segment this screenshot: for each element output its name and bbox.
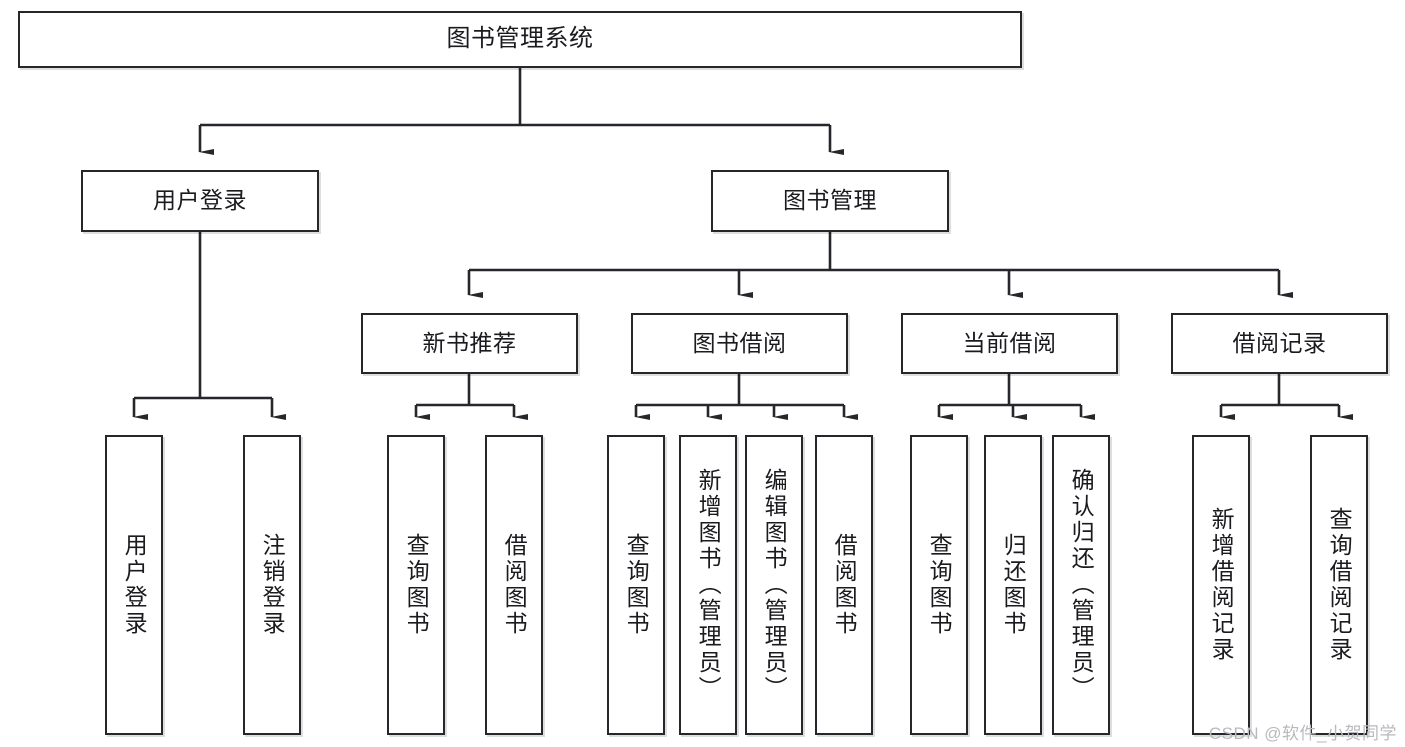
node-new-book-recommend[interactable]: 新书推荐 xyxy=(361,313,578,374)
node-leaf-query-book-1-label: 查询图书 xyxy=(403,533,430,637)
node-leaf-borrow-book-2-label: 借阅图书 xyxy=(831,533,858,637)
node-root-label: 图书管理系统 xyxy=(446,25,594,53)
node-leaf-edit-book-label: 编辑图书（管理员） xyxy=(761,468,788,702)
node-leaf-borrow-book-2[interactable]: 借阅图书 xyxy=(815,435,873,735)
node-book-borrow[interactable]: 图书借阅 xyxy=(631,313,848,374)
node-leaf-return-book[interactable]: 归还图书 xyxy=(984,435,1042,735)
csdn-watermark: CSDN @软件_小贺同学 xyxy=(1208,724,1397,743)
node-leaf-query-book-3-label: 查询图书 xyxy=(926,533,953,637)
node-book-manage[interactable]: 图书管理 xyxy=(711,170,949,232)
node-book-manage-label: 图书管理 xyxy=(783,187,877,214)
node-leaf-add-book[interactable]: 新增图书（管理员） xyxy=(679,435,737,735)
node-leaf-edit-book[interactable]: 编辑图书（管理员） xyxy=(745,435,803,735)
node-book-borrow-label: 图书借阅 xyxy=(692,329,787,356)
node-leaf-confirm-return[interactable]: 确认归还（管理员） xyxy=(1052,435,1110,735)
node-new-book-recommend-label: 新书推荐 xyxy=(422,329,517,356)
node-leaf-user-login[interactable]: 用户登录 xyxy=(105,435,163,735)
node-borrow-record-label: 借阅记录 xyxy=(1232,329,1327,356)
node-leaf-query-book-3[interactable]: 查询图书 xyxy=(910,435,968,735)
node-current-borrow[interactable]: 当前借阅 xyxy=(901,313,1118,374)
node-leaf-confirm-return-label: 确认归还（管理员） xyxy=(1068,468,1095,702)
node-leaf-query-book-1[interactable]: 查询图书 xyxy=(387,435,445,735)
node-leaf-query-record-label: 查询借阅记录 xyxy=(1326,507,1353,663)
node-leaf-return-book-label: 归还图书 xyxy=(1000,533,1027,637)
node-root[interactable]: 图书管理系统 xyxy=(18,11,1022,68)
node-leaf-borrow-book-1[interactable]: 借阅图书 xyxy=(485,435,543,735)
node-leaf-query-record[interactable]: 查询借阅记录 xyxy=(1310,435,1368,735)
node-user-login-label: 用户登录 xyxy=(153,187,247,214)
node-leaf-logout-label: 注销登录 xyxy=(259,533,286,637)
node-user-login[interactable]: 用户登录 xyxy=(81,170,319,232)
node-leaf-add-record-label: 新增借阅记录 xyxy=(1208,507,1235,663)
node-leaf-user-login-label: 用户登录 xyxy=(121,533,148,637)
node-current-borrow-label: 当前借阅 xyxy=(962,329,1057,356)
node-leaf-query-book-2[interactable]: 查询图书 xyxy=(607,435,665,735)
node-leaf-add-book-label: 新增图书（管理员） xyxy=(695,468,722,702)
node-leaf-logout[interactable]: 注销登录 xyxy=(243,435,301,735)
node-leaf-add-record[interactable]: 新增借阅记录 xyxy=(1192,435,1250,735)
node-borrow-record[interactable]: 借阅记录 xyxy=(1171,313,1388,374)
node-leaf-query-book-2-label: 查询图书 xyxy=(623,533,650,637)
node-leaf-borrow-book-1-label: 借阅图书 xyxy=(501,533,528,637)
